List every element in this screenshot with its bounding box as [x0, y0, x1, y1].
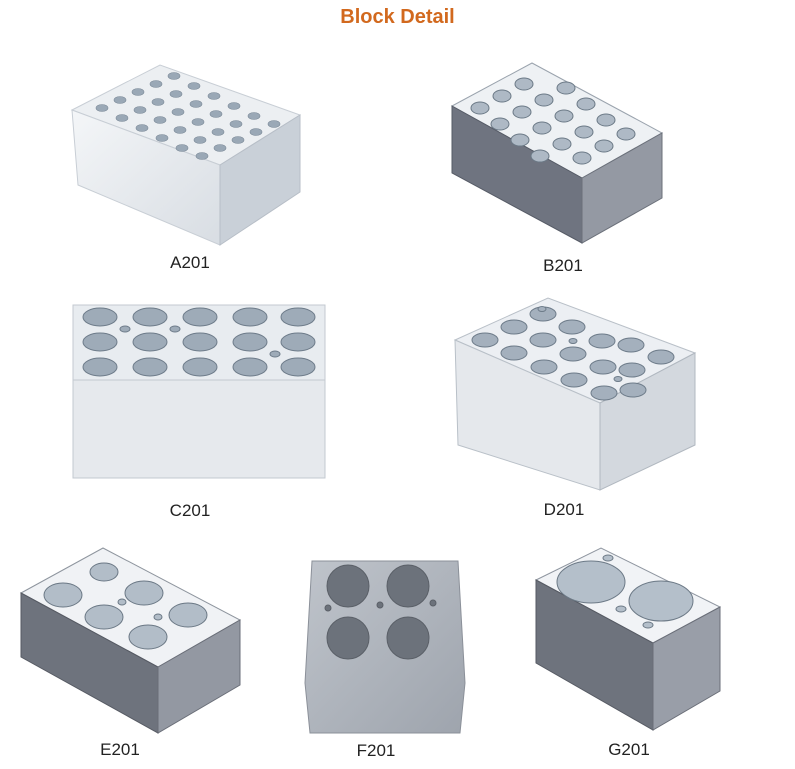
- block-label: G201: [608, 740, 650, 759]
- block-label: D201: [543, 500, 585, 519]
- block-d201-image: D201: [450, 295, 700, 519]
- block-label: C201: [169, 501, 211, 520]
- page-title: Block Detail: [340, 6, 455, 28]
- block-b201-image: B201: [440, 58, 670, 275]
- block-c201-image: C201: [70, 300, 330, 520]
- block-f201-image: F201: [300, 558, 470, 760]
- block-label: B201: [543, 256, 583, 275]
- block-label: E201: [100, 740, 140, 759]
- block-e201-image: E201: [18, 545, 243, 759]
- block-label: A201: [170, 253, 210, 272]
- block-a201-image: A201: [60, 60, 310, 272]
- block-label: F201: [356, 741, 396, 760]
- block-g201-image: G201: [533, 545, 723, 759]
